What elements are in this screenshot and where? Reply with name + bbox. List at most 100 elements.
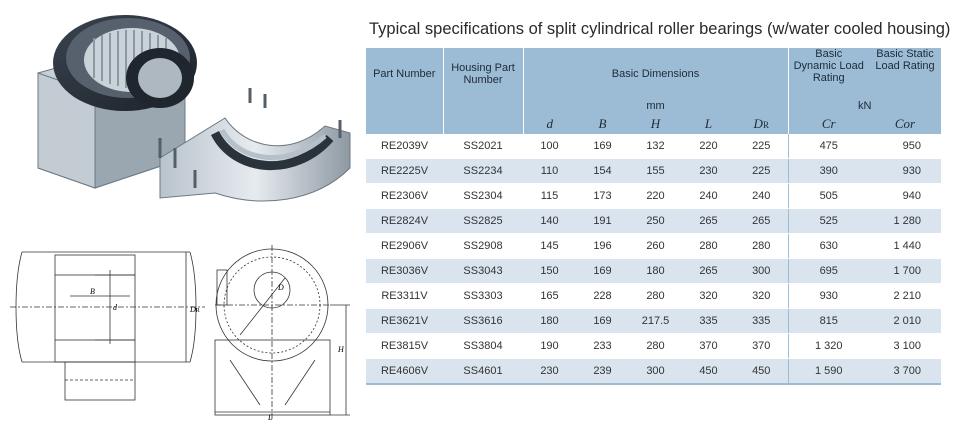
cell-l: 265 — [682, 208, 735, 234]
cell-d: 110 — [523, 158, 576, 184]
cell-d: 145 — [523, 233, 576, 259]
spec-table-title: Typical specifications of split cylindri… — [369, 20, 951, 38]
cell-part: RE3621V — [366, 308, 443, 334]
cell-cr: 630 — [787, 233, 869, 259]
cell-part: RE2225V — [366, 158, 443, 184]
cell-cor: 1 440 — [869, 233, 941, 259]
cell-dr: 265 — [735, 208, 788, 234]
header-housing-part-number: Housing Part Number — [443, 48, 524, 134]
cell-part: RE3036V — [366, 258, 443, 284]
cell-b: 154 — [576, 158, 629, 184]
cell-cr: 390 — [787, 158, 869, 184]
cell-l: 230 — [682, 158, 735, 184]
cell-b: 239 — [576, 358, 629, 385]
cell-housing: SS3303 — [443, 283, 523, 309]
label-B: B — [90, 287, 95, 296]
cell-b: 169 — [576, 308, 629, 334]
cell-d: 150 — [523, 258, 576, 284]
cell-part: RE2824V — [366, 208, 443, 234]
cell-d: 230 — [523, 358, 576, 385]
cell-b: 228 — [576, 283, 629, 309]
cell-l: 450 — [682, 358, 735, 385]
cell-housing: SS3804 — [443, 333, 523, 359]
cell-b: 169 — [576, 258, 629, 284]
cell-d: 115 — [523, 183, 576, 209]
cell-dr: 225 — [735, 134, 788, 159]
cell-cr: 1 320 — [787, 333, 869, 359]
unit-mm: mm — [523, 98, 789, 114]
spec-table: Part Number Housing Part Number Basic Di… — [366, 48, 941, 385]
cell-d: 190 — [523, 333, 576, 359]
cell-h: 132 — [629, 134, 682, 159]
cell-part: RE4606V — [366, 358, 443, 385]
cell-h: 300 — [629, 358, 682, 385]
header-static-load-rating: Basic Static Load Rating — [875, 48, 935, 72]
cell-housing: SS2908 — [443, 233, 523, 259]
cell-b: 169 — [576, 134, 629, 159]
cell-cr: 525 — [787, 208, 869, 234]
cell-housing: SS3043 — [443, 258, 523, 284]
cell-cr: 695 — [787, 258, 869, 284]
cell-l: 265 — [682, 258, 735, 284]
cell-h: 280 — [629, 283, 682, 309]
symbol-H: H — [650, 116, 661, 131]
symbol-d: d — [546, 116, 554, 131]
cell-part: RE2906V — [366, 233, 443, 259]
cell-l: 370 — [682, 333, 735, 359]
cell-cor: 930 — [869, 158, 941, 184]
cell-h: 250 — [629, 208, 682, 234]
cell-cor: 1 280 — [869, 208, 941, 234]
header-basic-dimensions: Basic Dimensions — [523, 48, 789, 98]
cell-cor: 2 010 — [869, 308, 941, 334]
cell-cor: 950 — [869, 134, 941, 159]
symbol-L: L — [704, 116, 713, 131]
symbol-DR: DR — [735, 114, 789, 134]
cell-cor: 3 700 — [869, 358, 941, 385]
cell-housing: SS4601 — [443, 358, 523, 385]
cell-cr: 815 — [787, 308, 869, 334]
cell-cor: 1 700 — [869, 258, 941, 284]
header-part-number: Part Number — [366, 48, 444, 134]
cell-l: 335 — [682, 308, 735, 334]
cell-cr: 1 590 — [787, 358, 869, 385]
cell-l: 320 — [682, 283, 735, 309]
cell-h: 180 — [629, 258, 682, 284]
cell-h: 260 — [629, 233, 682, 259]
cell-l: 240 — [682, 183, 735, 209]
cell-housing: SS2304 — [443, 183, 523, 209]
cell-b: 233 — [576, 333, 629, 359]
cell-h: 280 — [629, 333, 682, 359]
cell-d: 140 — [523, 208, 576, 234]
symbol-B: B — [598, 116, 607, 131]
cell-dr: 335 — [735, 308, 788, 334]
label-D: D — [277, 283, 284, 292]
cell-part: RE3311V — [366, 283, 443, 309]
symbol-Cr: Cr — [821, 116, 836, 131]
cell-l: 280 — [682, 233, 735, 259]
cell-b: 191 — [576, 208, 629, 234]
label-H: H — [337, 345, 345, 354]
cell-cor: 2 210 — [869, 283, 941, 309]
cell-part: RE2039V — [366, 134, 443, 159]
cell-dr: 450 — [735, 358, 788, 385]
cell-h: 155 — [629, 158, 682, 184]
cell-dr: 225 — [735, 158, 788, 184]
label-d: d — [113, 303, 118, 312]
cell-h: 217.5 — [629, 308, 682, 334]
cell-housing: SS2234 — [443, 158, 523, 184]
cell-dr: 300 — [735, 258, 788, 284]
cell-l: 220 — [682, 134, 735, 159]
cell-housing: SS2825 — [443, 208, 523, 234]
cell-dr: 240 — [735, 183, 788, 209]
unit-kn: kN — [858, 100, 872, 112]
cell-cr: 475 — [787, 134, 869, 159]
